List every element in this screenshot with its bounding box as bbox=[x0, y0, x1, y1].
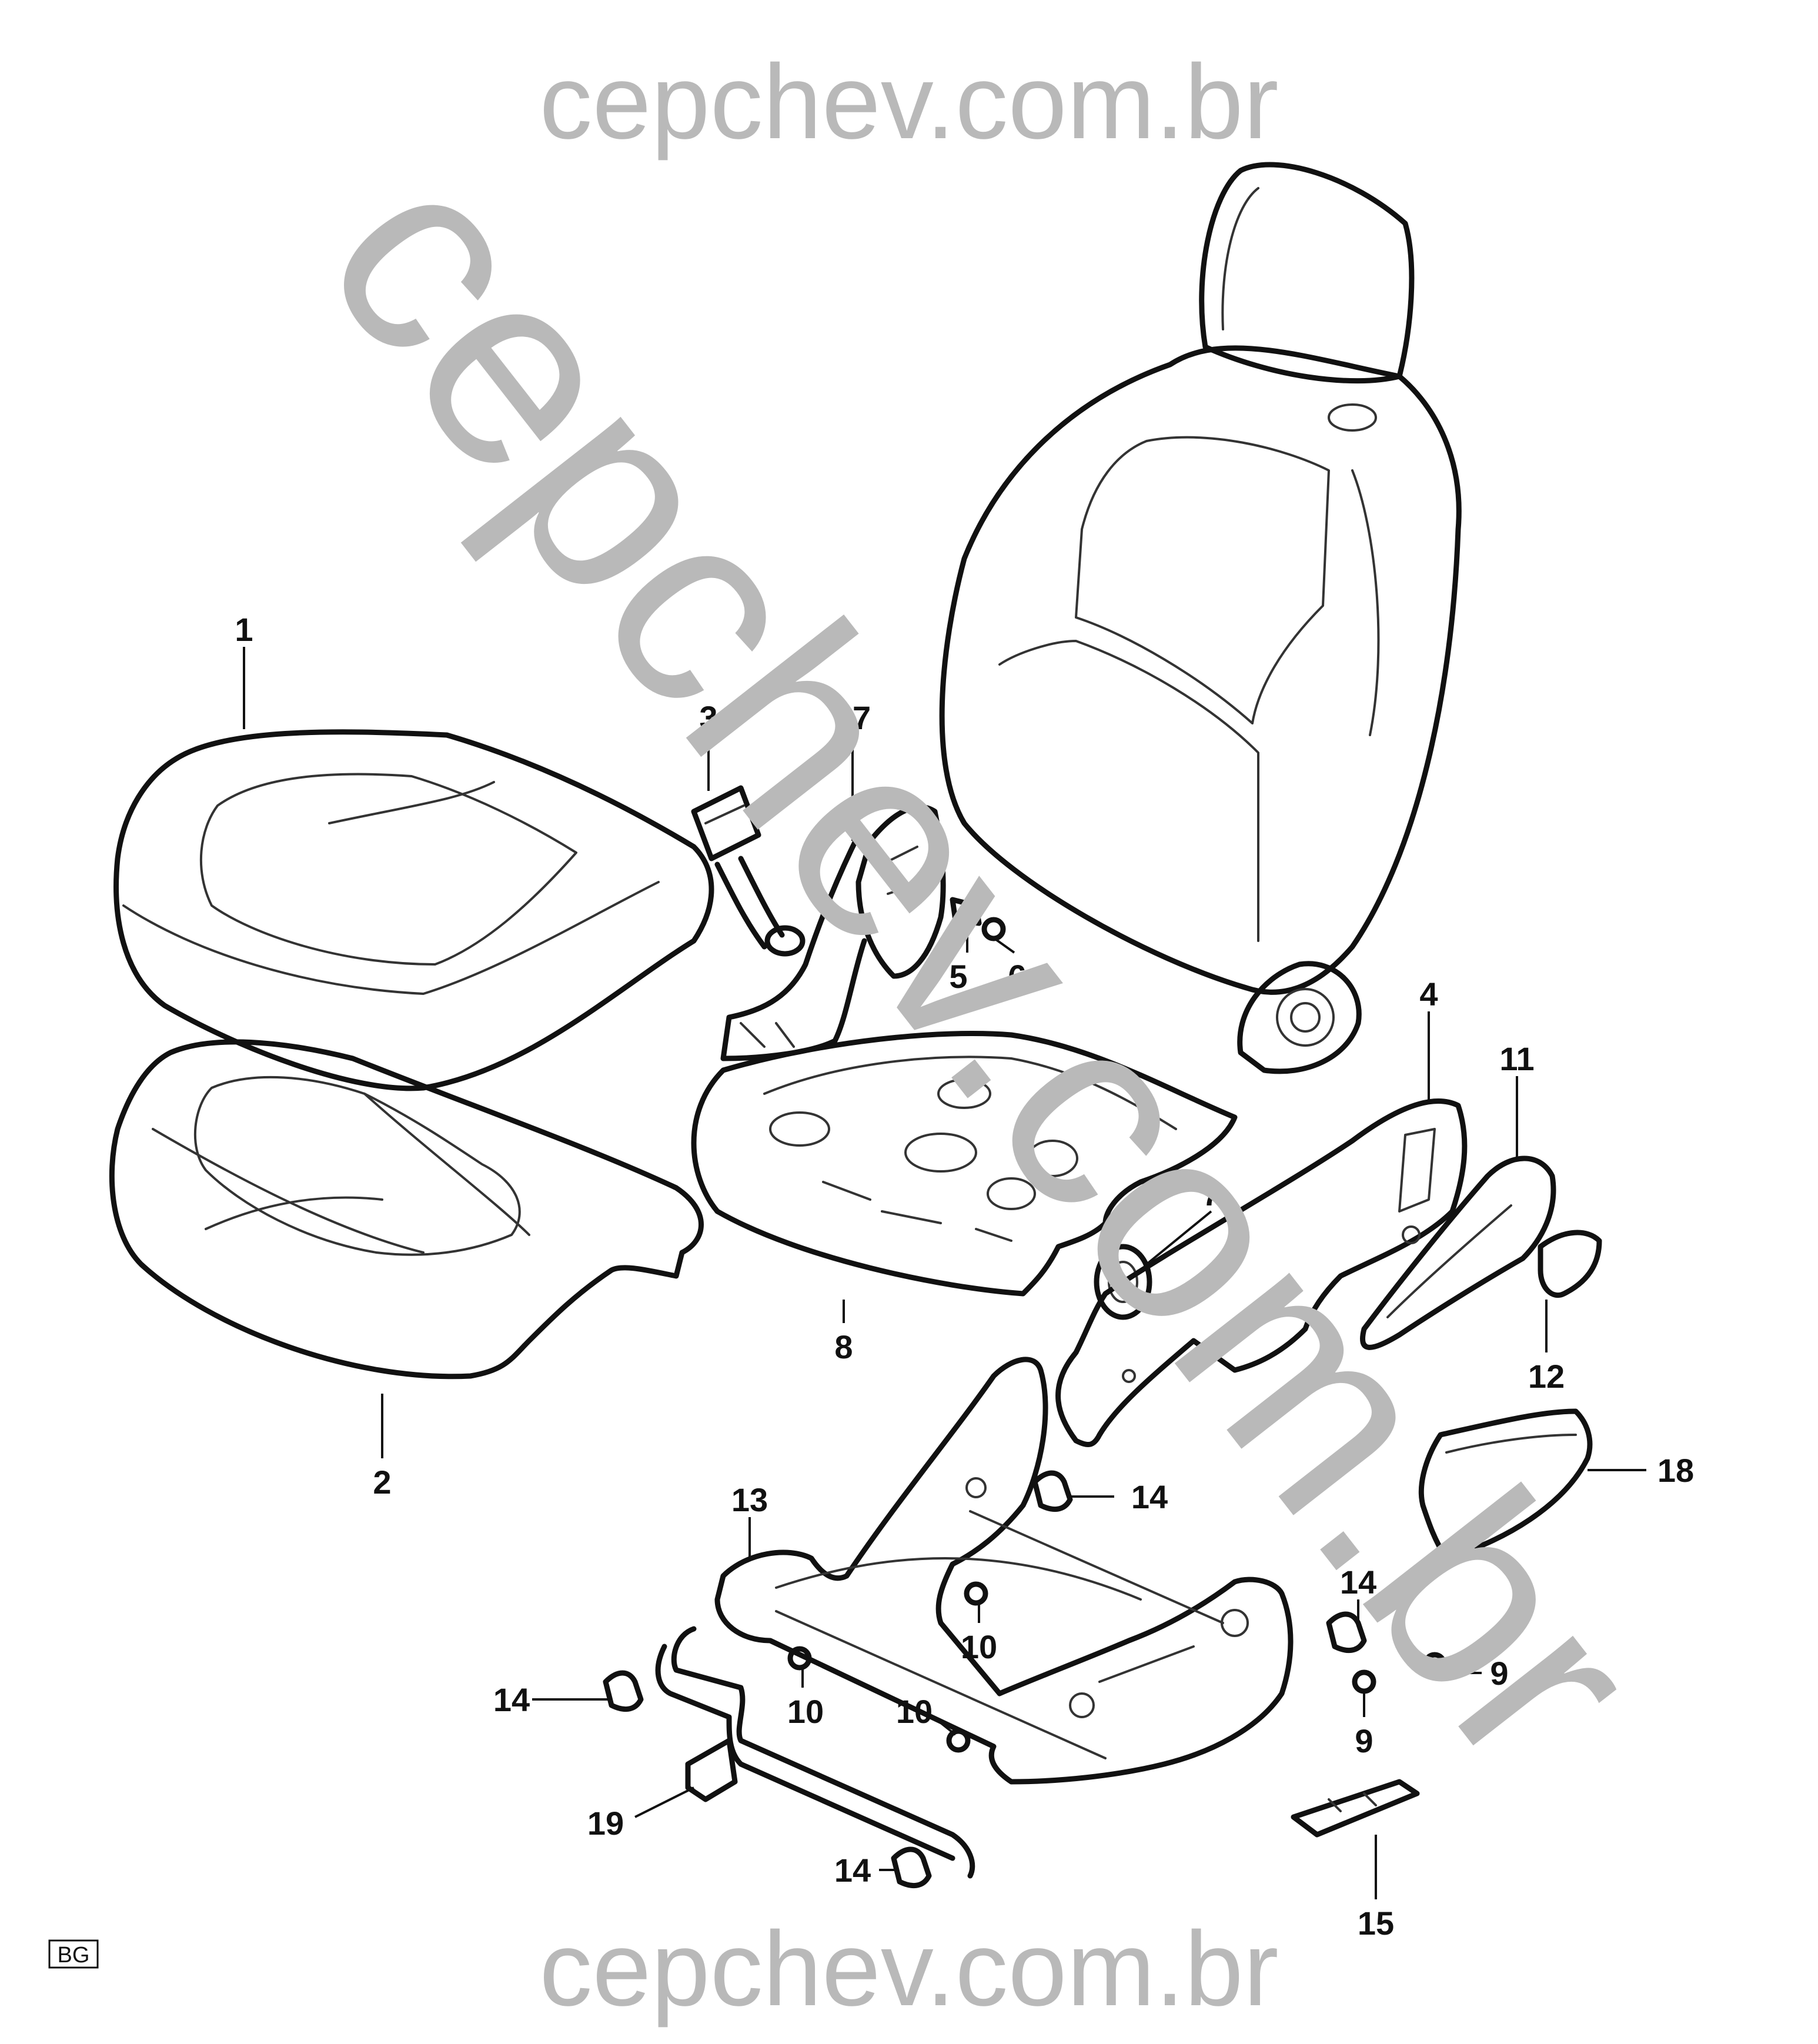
seat-backrest bbox=[939, 162, 1462, 995]
callout-13: 13 bbox=[731, 1481, 768, 1518]
watermark-diagonal: cepchev.com.br bbox=[267, 109, 1700, 1821]
watermark-bottom: cepchev.com.br bbox=[539, 1910, 1278, 2028]
part-15-track-cover bbox=[1291, 1779, 1420, 1838]
part-10-nut-b bbox=[787, 1646, 812, 1671]
leader-lines bbox=[243, 647, 1646, 1899]
callout-9-b: 9 bbox=[1355, 1722, 1373, 1759]
diagram-code-text: BG bbox=[58, 1943, 90, 1968]
part-2-seat-cushion-foam bbox=[109, 1039, 704, 1380]
callout-14-left: 14 bbox=[493, 1681, 530, 1718]
part-14-clip-right bbox=[1326, 1611, 1367, 1654]
part-7-recline-knob bbox=[1094, 1244, 1152, 1320]
watermark-top: cepchev.com.br bbox=[539, 43, 1278, 161]
callout-10-b: 10 bbox=[787, 1693, 824, 1730]
part-14-clip-upper bbox=[1032, 1470, 1073, 1512]
callout-7: 7 bbox=[1202, 1175, 1220, 1213]
part-10-nut-c bbox=[946, 1728, 971, 1753]
callout-4: 4 bbox=[1419, 976, 1438, 1013]
callout-8: 8 bbox=[834, 1328, 853, 1365]
callout-14-right: 14 bbox=[1340, 1564, 1376, 1601]
callout-labels: 1 2 3 17 5 6 7 8 4 11 12 18 13 14 14 14 … bbox=[235, 611, 1694, 1942]
part-18-rear-trim-cover bbox=[1418, 1408, 1593, 1561]
part-8-seat-pan bbox=[691, 1031, 1238, 1297]
part-13-seat-track-frame bbox=[714, 1357, 1294, 1785]
callout-17: 17 bbox=[834, 699, 871, 736]
part-3-seat-belt-buckle bbox=[691, 785, 806, 957]
diagram-code: BG bbox=[48, 1939, 99, 1969]
part-14-clip-left bbox=[603, 1670, 644, 1712]
part-11-handle-cover bbox=[1360, 1155, 1556, 1350]
part-9-bolt-a bbox=[1422, 1652, 1447, 1676]
part-4-outer-side-trim bbox=[1055, 1098, 1468, 1447]
seat-adjust-bar bbox=[655, 1626, 975, 1879]
part-10-nut-a bbox=[964, 1581, 988, 1606]
part-14-clip-bottom bbox=[891, 1846, 932, 1889]
part-19-bracket bbox=[685, 1738, 738, 1802]
callout-10-c: 10 bbox=[896, 1693, 933, 1730]
callout-1: 1 bbox=[235, 611, 253, 648]
callout-19: 19 bbox=[587, 1805, 624, 1842]
callout-3: 3 bbox=[699, 699, 717, 736]
callout-18: 18 bbox=[1657, 1452, 1694, 1489]
watermarks: cepchev.com.br cepchev.com.br cepchev.co… bbox=[267, 43, 1700, 2028]
part-17-side-bracket bbox=[720, 804, 946, 1061]
part-5-bolt bbox=[950, 897, 982, 926]
callout-9-a: 9 bbox=[1490, 1655, 1508, 1692]
callout-2: 2 bbox=[373, 1464, 391, 1501]
callout-5: 5 bbox=[949, 958, 967, 995]
part-12-lever-cap bbox=[1538, 1230, 1602, 1298]
callout-11: 11 bbox=[1499, 1040, 1534, 1077]
part-1-seat-cushion-cover bbox=[113, 729, 714, 1091]
callout-14-upper: 14 bbox=[1131, 1478, 1168, 1515]
callout-10-a: 10 bbox=[961, 1628, 997, 1665]
callout-12: 12 bbox=[1528, 1358, 1565, 1395]
callout-6: 6 bbox=[1008, 958, 1026, 995]
callout-14-bottom: 14 bbox=[834, 1852, 871, 1889]
callout-15: 15 bbox=[1358, 1905, 1394, 1942]
recliner-mechanism bbox=[1237, 961, 1362, 1074]
